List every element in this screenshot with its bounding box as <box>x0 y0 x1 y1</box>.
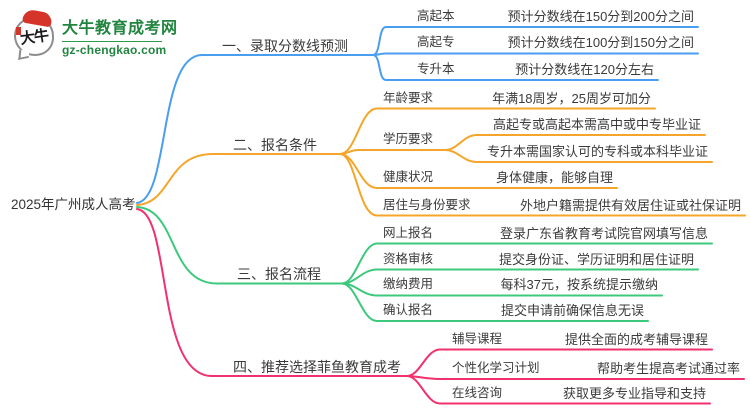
root-node-label: 2025年广州成人高考 <box>11 197 136 212</box>
b1-row2-label: 高起专 <box>417 35 455 49</box>
b4-row2-value: 帮助考生提高考试通过率 <box>596 361 740 376</box>
b2-row2-label: 学历要求 <box>383 132 434 146</box>
b4-row1-value: 提供全面的成考辅导课程 <box>564 332 708 347</box>
b3-row4-value: 提交申请前确保信息无误 <box>500 303 644 318</box>
branch2-label: 二、报名条件 <box>233 137 317 153</box>
logo-text-block: 大牛教育成考网 gz-chengkao.com <box>62 11 178 57</box>
b4-row1-label: 辅导课程 <box>452 332 503 346</box>
b2-row3-label: 健康状况 <box>383 170 434 184</box>
b4-row2-label: 个性化学习计划 <box>452 361 540 375</box>
b1-row1-value: 预计分数线在150分到200分之间 <box>507 9 694 24</box>
branch4-label: 四、推荐选择菲鱼教育成考 <box>233 359 401 375</box>
b3-row1-value: 登录广东省教育考试院官网填写信息 <box>499 226 708 241</box>
red-seal-dot <box>16 27 21 35</box>
b4-row3-value: 获取更多专业指导和支持 <box>562 386 706 401</box>
branch2-lines <box>136 107 746 217</box>
b3-row3-label: 缴纳费用 <box>383 277 434 291</box>
branch1-lines <box>136 26 699 204</box>
b1-row2-value: 预计分数线在100分到150分之间 <box>507 35 694 50</box>
logo-domain: gz-chengkao.com <box>62 43 167 57</box>
b3-row4-label: 确认报名 <box>383 303 434 317</box>
logo-divider <box>62 41 162 42</box>
branch3-label: 三、报名流程 <box>237 266 321 282</box>
b2-row2-sub2-value: 专升本需国家认可的专科或本科毕业证 <box>486 144 708 159</box>
branch4-lines <box>136 208 745 405</box>
logo-site-name: 大牛教育成考网 <box>62 20 178 37</box>
b3-row1-label: 网上报名 <box>383 226 434 240</box>
b3-row3-value: 每科37元，按系统提示缴纳 <box>500 277 658 292</box>
b2-row4-value: 外地户籍需提供有效居住证或社保证明 <box>519 198 741 213</box>
branch3-lines <box>136 206 713 322</box>
b4-row3-label: 在线咨询 <box>452 386 503 400</box>
daniu-bubble-seal-icon: 大牛 <box>13 8 54 60</box>
b2-row1-value: 年满18周岁，25周岁可加分 <box>492 91 651 106</box>
site-logo: 大牛 大牛教育成考网 gz-chengkao.com <box>13 8 178 60</box>
b2-row4-label: 居住与身份要求 <box>383 198 471 212</box>
b2-row1-label: 年龄要求 <box>383 91 434 105</box>
b3-row2-label: 资格审核 <box>383 252 434 266</box>
b1-row3-value: 预计分数线在120分左右 <box>515 62 654 77</box>
b2-row3-value: 身体健康，能够自理 <box>495 170 613 185</box>
b1-row3-label: 专升本 <box>417 62 455 76</box>
b1-row1-label: 高起本 <box>417 9 455 23</box>
bubble-calligraphy-text: 大牛 <box>19 27 50 48</box>
branch1-label: 一、录取分数线预测 <box>222 38 348 54</box>
b2-row2-sub1-value: 高起专或高起本需高中或中专毕业证 <box>492 117 701 132</box>
b3-row2-value: 提交身份证、学历证明和居住证明 <box>498 252 694 267</box>
